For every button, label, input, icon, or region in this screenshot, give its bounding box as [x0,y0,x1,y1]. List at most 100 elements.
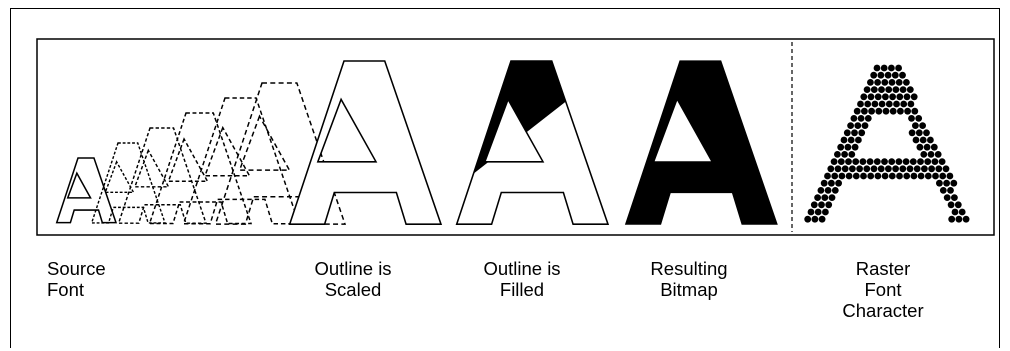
raster-dot [924,158,931,165]
raster-dot [896,93,903,100]
raster-dot [874,158,881,165]
raster-dot [827,165,834,172]
raster-dot [818,187,825,194]
raster-dot [819,216,826,223]
raster-dot [924,144,931,151]
raster-dot [888,158,895,165]
raster-dot [923,129,930,136]
label-line: Font [828,279,938,300]
raster-dot [907,165,914,172]
raster-dot [852,144,859,151]
label-line: Source [47,258,106,279]
raster-dot [943,180,950,187]
raster-dot [889,79,896,86]
raster-dot [878,165,885,172]
raster-dot [959,209,966,216]
raster-dot [848,151,855,158]
raster-dot [838,158,845,165]
raster-dot [903,158,910,165]
raster-dot [867,158,874,165]
raster-dot [808,209,815,216]
label-line: Resulting [634,258,744,279]
scaled-outline-letter-a-icon [290,61,441,224]
raster-dot [878,86,885,93]
raster-dot [903,79,910,86]
raster-dot [900,86,907,93]
raster-dot [899,165,906,172]
label-line: Scaled [298,279,408,300]
raster-dot [917,158,924,165]
label-source-font: Source Font [47,258,106,300]
raster-dot [854,122,861,129]
raster-dot [932,158,939,165]
raster-dot [892,72,899,79]
raster-dot [847,122,854,129]
raster-dot [832,187,839,194]
raster-dot [890,108,897,115]
raster-dot [845,158,852,165]
label-line: Font [47,279,106,300]
raster-dot [853,173,860,180]
raster-dot [952,209,959,216]
raster-dot [842,165,849,172]
raster-dot [899,72,906,79]
raster-dot [857,101,864,108]
raster-dot [948,201,955,208]
raster-dot [896,158,903,165]
raster-dot [895,65,902,72]
raster-dot [885,165,892,172]
raster-dot [911,93,918,100]
raster-dot [928,165,935,172]
raster-dot [858,129,865,136]
raster-dot [888,65,895,72]
raster-dot [846,173,853,180]
solid-letter-a-icon [626,61,777,224]
raster-dot [811,201,818,208]
raster-dot [939,158,946,165]
raster-dot [944,194,951,201]
raster-dot [861,108,868,115]
raster-dot [845,144,852,151]
raster-dot [824,173,831,180]
raster-dot [925,173,932,180]
label-outline-scaled: Outline is Scaled [298,258,408,300]
raster-dot [863,165,870,172]
raster-dot [860,93,867,100]
raster-dot [828,180,835,187]
raster-dot [947,187,954,194]
raster-dot [911,173,918,180]
raster-dot [881,158,888,165]
raster-dot [835,180,842,187]
raster-dot [841,151,848,158]
raster-dot [875,93,882,100]
raster-dot [849,165,856,172]
raster-dot [881,79,888,86]
raster-dot [889,93,896,100]
raster-dot [919,122,926,129]
raster-dot [886,101,893,108]
raster-dot [915,115,922,122]
raster-dot [911,108,918,115]
raster-dot [878,72,885,79]
raster-dot [874,65,881,72]
raster-dot [921,165,928,172]
raster-dot [932,173,939,180]
raster-dot [920,137,927,144]
raster-dot [818,201,825,208]
raster-dot [848,137,855,144]
raster-dot [868,93,875,100]
raster-dot [943,165,950,172]
raster-dot [875,173,882,180]
raster-dot [916,129,923,136]
raster-dot [862,122,869,129]
raster-dot [812,216,819,223]
raster-dot [892,165,899,172]
raster-dot [918,173,925,180]
raster-dot [935,151,942,158]
raster-dot [834,151,841,158]
raster-dot [837,144,844,151]
raster-dot [897,108,904,115]
raster-dot [913,137,920,144]
raster-dot [839,173,846,180]
raster-dot [931,144,938,151]
